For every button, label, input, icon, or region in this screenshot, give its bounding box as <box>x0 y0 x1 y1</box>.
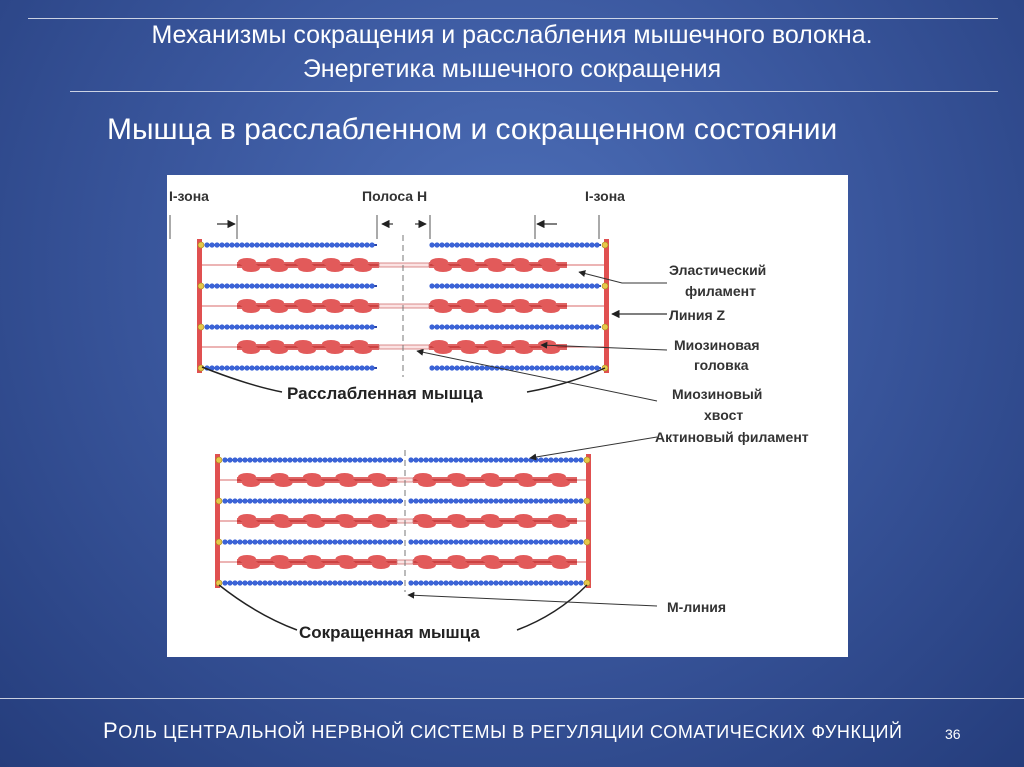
label-i-zone-left: I-зона <box>169 188 209 204</box>
bottom-rule <box>0 698 1024 699</box>
diagram-annotations: I-зона Полоса H I-зона Эластический фила… <box>169 188 809 642</box>
label-h-band: Полоса H <box>362 188 427 204</box>
label-myosin-head-2: головка <box>694 357 749 373</box>
caption-relaxed-muscle: Расслабленная мышца <box>287 384 483 403</box>
caption-contracted-muscle: Сокращенная мышца <box>299 623 480 642</box>
slide-title-line-1: Механизмы сокращения и расслабления мыше… <box>151 21 873 49</box>
top-rule-1 <box>28 18 998 19</box>
footer-first-letter: Р <box>103 718 119 743</box>
relaxed-sarcomere <box>197 235 609 377</box>
top-rule-2 <box>70 91 998 92</box>
label-m-line: М-линия <box>667 599 726 615</box>
sarcomere-diagram: I-зона Полоса H I-зона Эластический фила… <box>167 175 848 657</box>
label-myosin-head-1: Миозиновая <box>674 337 760 353</box>
label-elastic-filament-1: Эластический <box>669 262 766 278</box>
slide-subtitle: Мышца в расслабленном и сокращенном сост… <box>107 113 838 146</box>
slide-title-line-2: Энергетика мышечного сокращения <box>302 55 722 83</box>
label-actin-filament: Актиновый филамент <box>655 429 809 445</box>
contracted-sarcomere <box>215 450 591 592</box>
footer-text-rest: оль центральной нервной системы в регуля… <box>118 722 903 742</box>
page-number: 36 <box>945 726 961 742</box>
label-i-zone-right: I-зона <box>585 188 625 204</box>
footer-caption: Роль центральной нервной системы в регул… <box>103 718 903 744</box>
label-z-line: Линия Z <box>669 307 726 323</box>
label-myosin-tail-1: Миозиновый <box>672 386 762 402</box>
label-myosin-tail-2: хвост <box>704 407 743 423</box>
label-elastic-filament-2: филамент <box>685 283 756 299</box>
